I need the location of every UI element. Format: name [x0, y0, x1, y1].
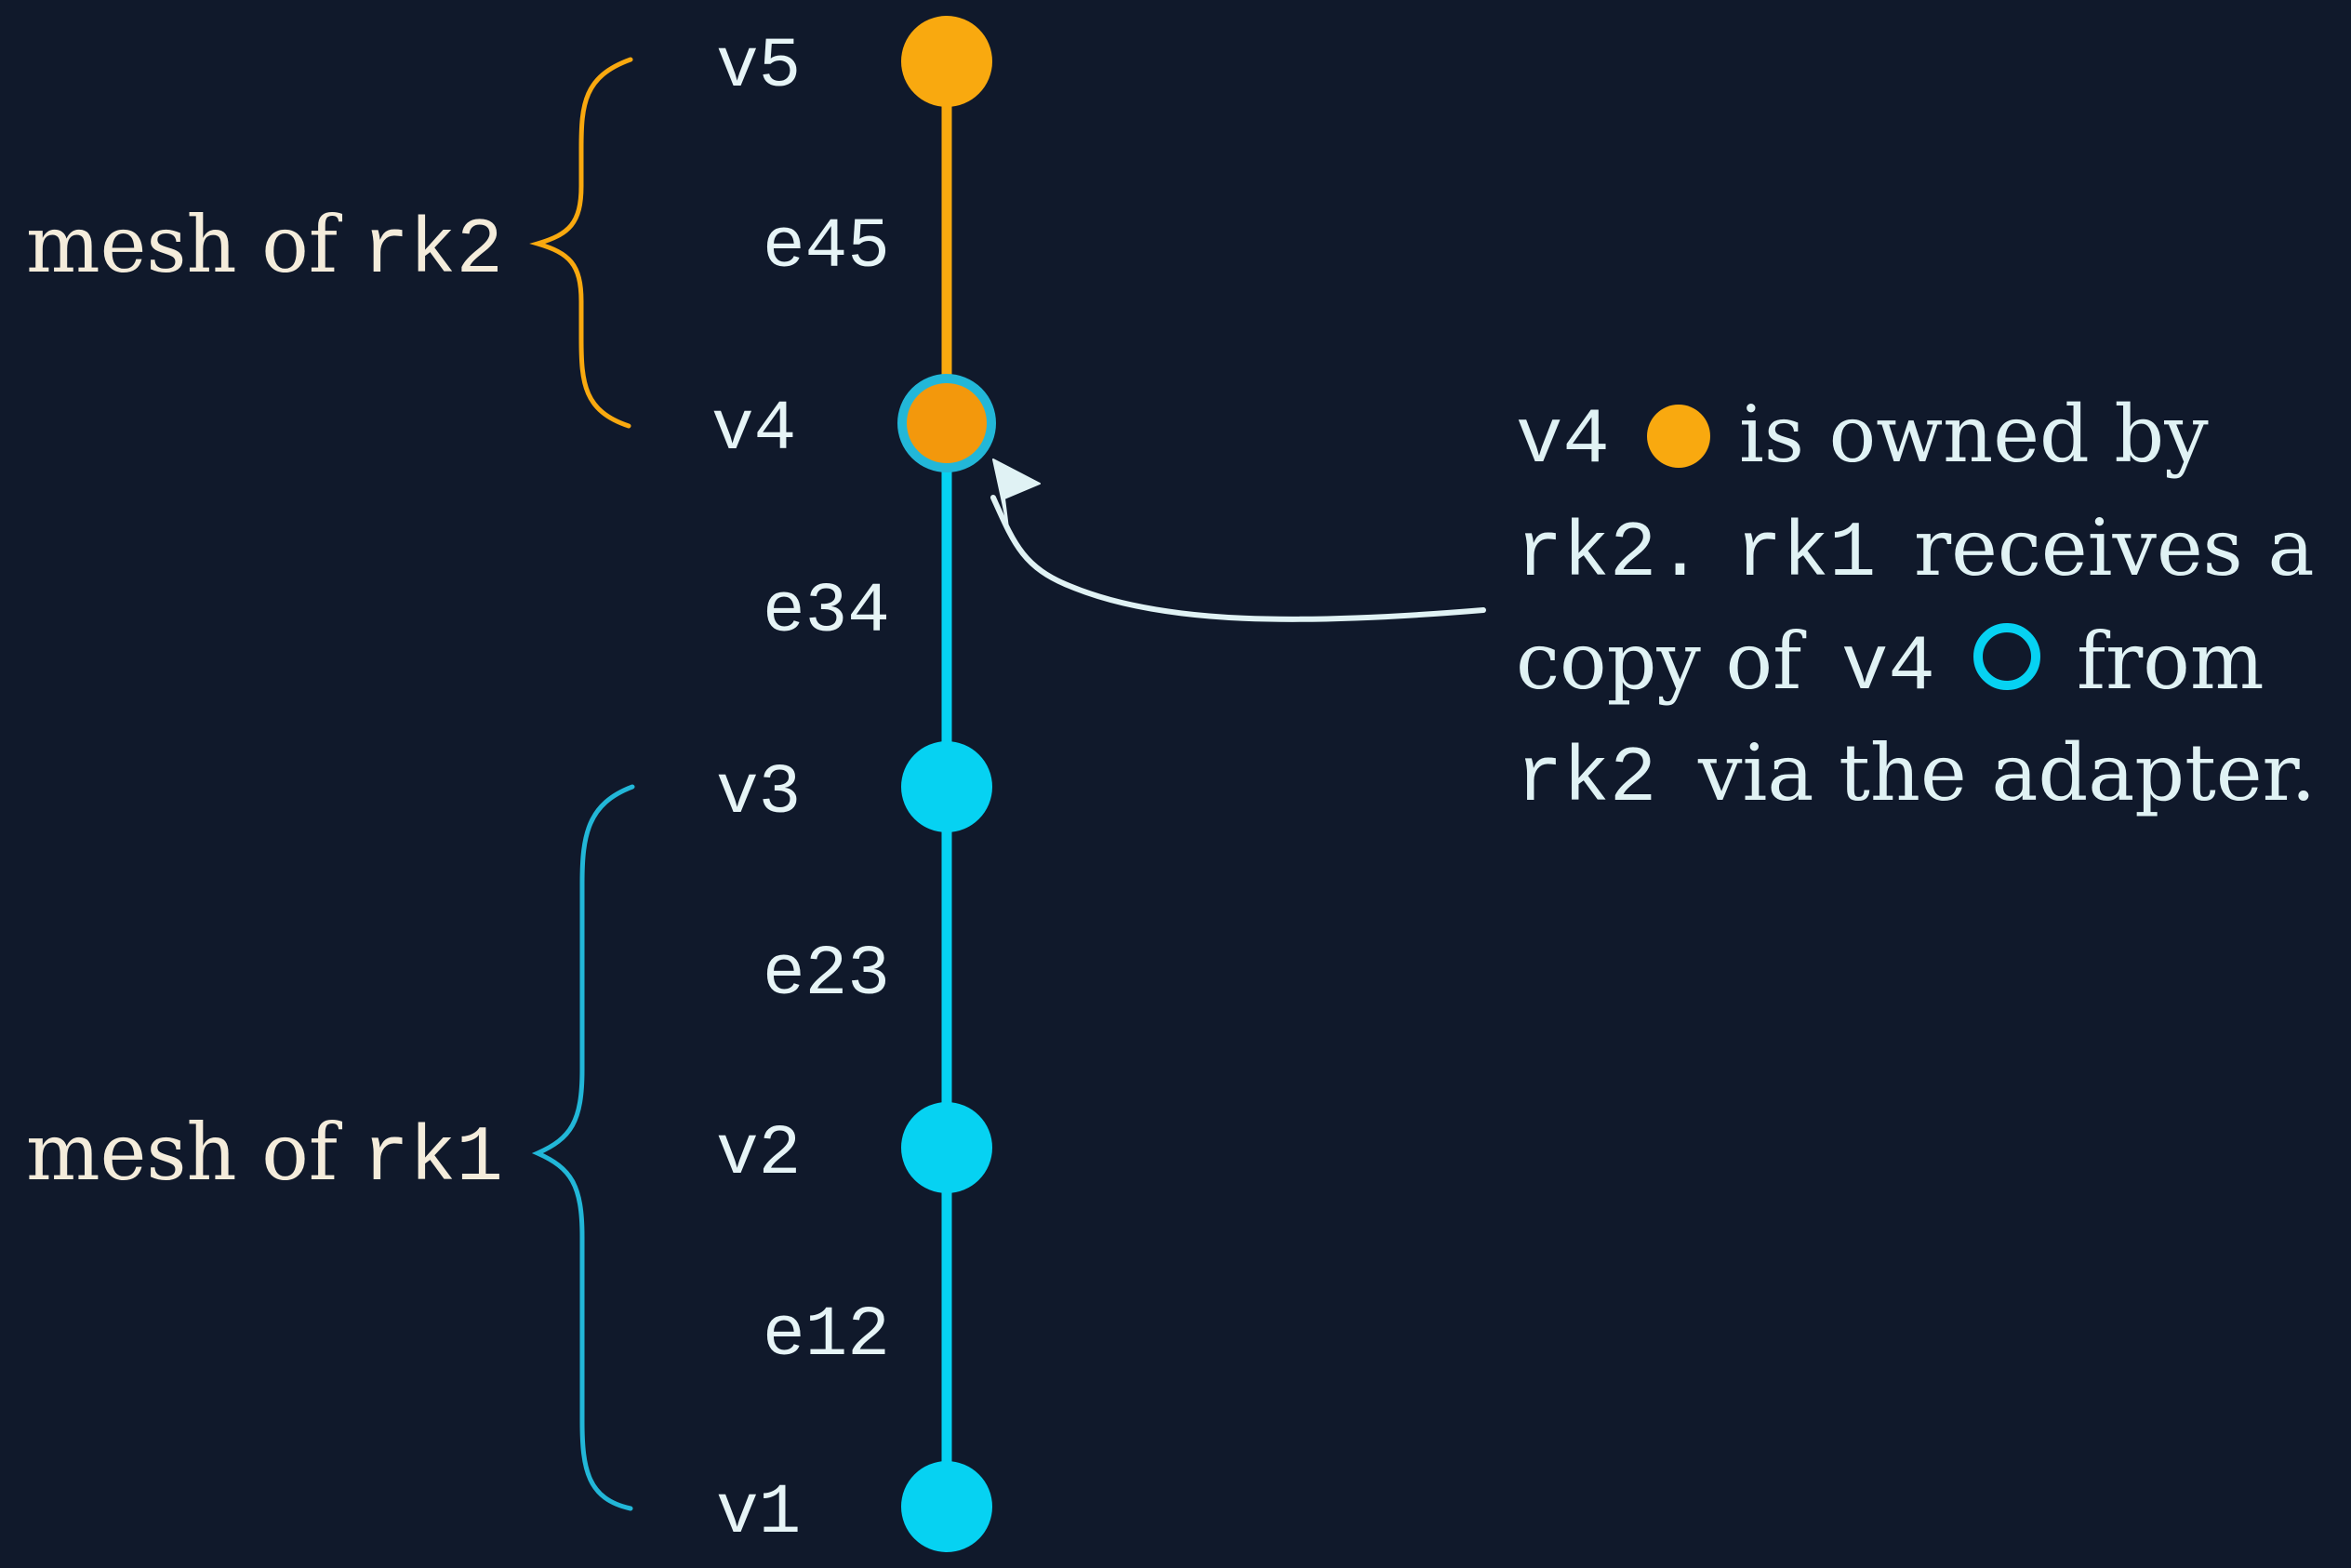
mesh-label-rank: rk1 — [363, 1115, 503, 1203]
annotation-line-4: rk2 via the adapter. — [1516, 727, 2316, 824]
vertex-label-v3: v3 — [716, 753, 801, 833]
edge-label-e45: e45 — [763, 207, 890, 287]
vertex-v3-node — [901, 741, 992, 832]
vertex-v5-node — [901, 16, 992, 107]
vertex-v2-node — [901, 1102, 992, 1193]
annotation-text: via the adapter. — [1697, 727, 2316, 818]
annotation-line-1: v4 is owned by — [1516, 389, 2209, 485]
annotation-rank-ref: rk2 — [1516, 736, 1656, 824]
mesh-label-prefix: mesh of — [26, 1107, 363, 1198]
mesh-label-rk2: mesh of rk2 — [26, 199, 503, 296]
vertex-v4-ghost-ring — [897, 374, 996, 472]
edge-label-e23: e23 — [763, 935, 890, 1015]
vertex-label-v5: v5 — [716, 27, 801, 107]
annotation-line-2: rk2. rk1 receives a — [1516, 502, 2315, 599]
annotation-text: from — [2077, 616, 2264, 707]
annotation-line-3: copy of v4 from — [1516, 616, 2264, 712]
vertex-label-v1: v1 — [716, 1473, 801, 1553]
annotation-vertex-ref: v4 — [1841, 624, 1935, 712]
edge-label-e12: e12 — [763, 1296, 890, 1375]
owned-vertex-marker-icon — [1647, 405, 1710, 468]
annotation-vertex-ref: v4 — [1516, 397, 1610, 485]
edge-label-e34: e34 — [763, 572, 890, 652]
vertex-v1-node — [901, 1461, 992, 1552]
mesh-label-rank: rk2 — [363, 207, 503, 296]
mesh-label-rk1: mesh of rk1 — [26, 1107, 503, 1203]
brace-rk2 — [529, 57, 633, 429]
annotation-rank-ref: rk1 — [1735, 511, 1876, 599]
annotation-text: copy of — [1516, 616, 1807, 707]
copy-vertex-marker-icon — [1973, 623, 2040, 690]
arrowhead-icon — [992, 458, 1041, 529]
brace-rk1 — [531, 784, 635, 1511]
mesh-label-prefix: mesh of — [26, 199, 363, 290]
annotation-rank-ref: rk2. — [1516, 511, 1704, 599]
vertex-label-v2: v2 — [716, 1114, 801, 1194]
annotation-text: receives a — [1914, 502, 2315, 593]
vertex-v4-node — [904, 380, 990, 466]
annotation-text: is owned by — [1739, 389, 2209, 480]
vertex-label-v4: v4 — [711, 390, 796, 470]
annotation-arrow — [990, 495, 1486, 622]
